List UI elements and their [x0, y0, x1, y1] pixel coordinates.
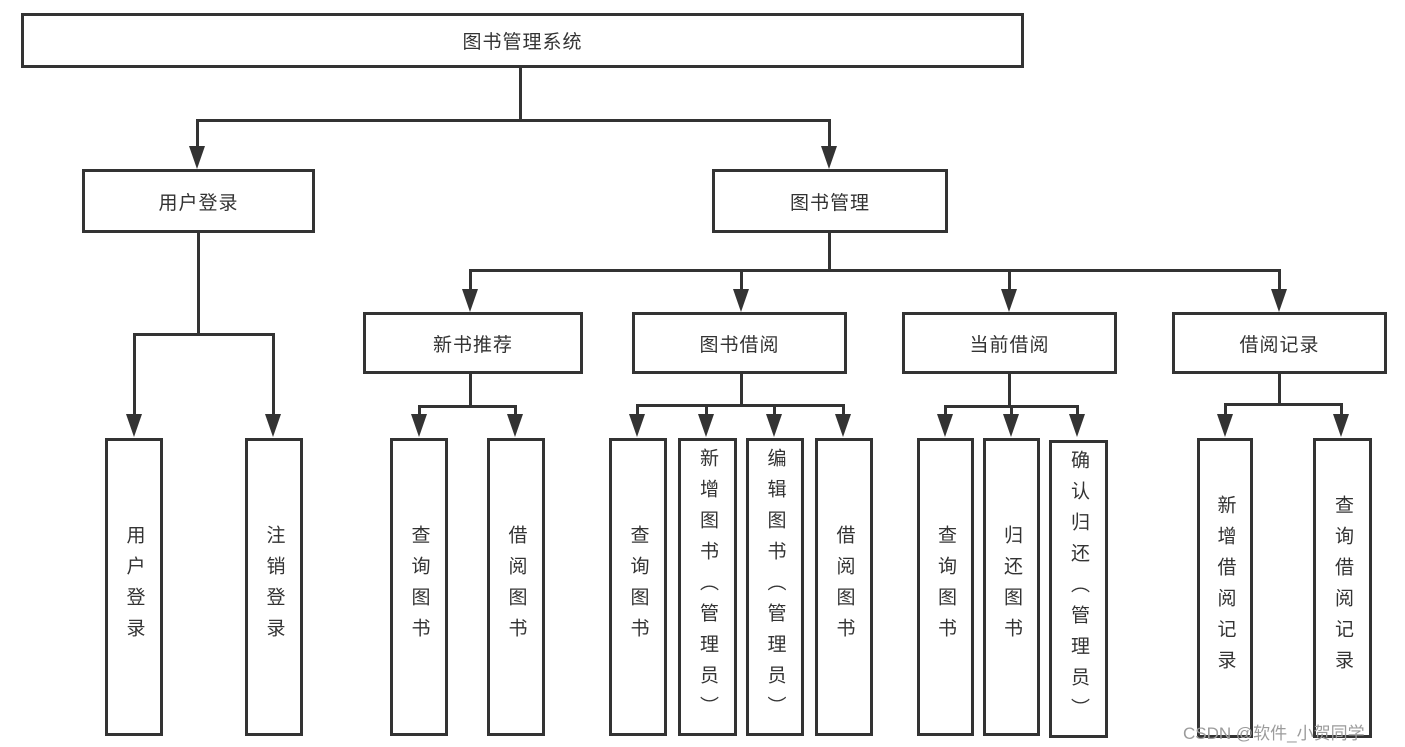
connector-borrow-drop-2: [705, 404, 708, 416]
connector-mgmt-drop-4: [1278, 269, 1281, 291]
node-book-borrow-label: 图书借阅: [699, 334, 780, 356]
connector-borrow-rail: [636, 404, 845, 407]
connector-borrow-drop-4: [842, 404, 845, 416]
node-library-system: 图书管理系统: [21, 13, 1024, 68]
connector-root-drop-left: [196, 119, 199, 149]
csdn-watermark: CSDN @软件_小贺同学: [1183, 724, 1365, 743]
leaf-record-query-label: 查询借阅记录: [1332, 495, 1353, 681]
leaf-current-query-label: 查询图书: [935, 525, 956, 649]
connector-current-drop-1: [944, 405, 947, 417]
leaf-borrow-add-label: 新增图书（管理员）: [697, 447, 718, 727]
leaf-borrow-borrow: 借阅图书: [815, 438, 873, 736]
leaf-borrow-edit-label: 编辑图书（管理员）: [764, 447, 786, 727]
connector-current-drop-2: [1010, 405, 1013, 417]
arrow-to-leaf-logout: [265, 414, 281, 437]
connector-mgmt-rail: [469, 269, 1281, 272]
arrow-to-leaf-user-login: [126, 414, 142, 437]
connector-record-drop-2: [1340, 403, 1343, 417]
node-borrow-record-label: 借阅记录: [1239, 334, 1320, 356]
node-user-login-label: 用户登录: [158, 192, 239, 214]
node-current-borrow: 当前借阅: [902, 312, 1117, 374]
connector-borrow-drop-1: [636, 404, 639, 416]
leaf-borrow-borrow-label: 借阅图书: [833, 525, 855, 649]
arrow-to-borrow-query: [629, 414, 645, 437]
leaf-user-login-label: 用户登录: [123, 525, 145, 649]
connector-login-drop-2: [272, 333, 275, 415]
arrow-to-current-borrow: [1001, 289, 1017, 312]
node-book-mgmt: 图书管理: [712, 169, 948, 233]
connector-newbook-drop-1: [418, 405, 421, 417]
leaf-current-return: 归还图书: [983, 438, 1040, 736]
arrow-to-record-add: [1217, 414, 1233, 437]
connector-newbook-drop-2: [514, 405, 517, 417]
leaf-newbook-borrow: 借阅图书: [487, 438, 545, 736]
node-borrow-record: 借阅记录: [1172, 312, 1387, 374]
leaf-borrow-add: 新增图书（管理员）: [678, 438, 737, 736]
leaf-record-query: 查询借阅记录: [1313, 438, 1372, 738]
connector-newbook-rail: [418, 405, 517, 408]
arrow-to-newbook-query: [411, 414, 427, 437]
leaf-record-add-label: 新增借阅记录: [1214, 495, 1236, 681]
connector-root-stem: [519, 68, 522, 120]
arrow-to-book-borrow: [733, 289, 749, 312]
leaf-newbook-query-label: 查询图书: [408, 525, 430, 649]
leaf-logout: 注销登录: [245, 438, 303, 736]
connector-root-rail: [197, 119, 831, 122]
node-new-book: 新书推荐: [363, 312, 583, 374]
leaf-borrow-query-label: 查询图书: [627, 525, 649, 649]
connector-borrow-stem: [740, 374, 743, 407]
arrow-to-current-return: [1003, 414, 1019, 437]
connector-login-rail: [133, 333, 274, 336]
connector-borrow-drop-3: [773, 404, 776, 416]
arrow-to-new-book: [462, 289, 478, 312]
connector-mgmt-drop-1: [469, 269, 472, 291]
leaf-borrow-edit: 编辑图书（管理员）: [746, 438, 804, 736]
node-book-mgmt-label: 图书管理: [789, 192, 870, 214]
arrow-to-user-login: [189, 146, 205, 169]
connector-mgmt-drop-2: [740, 269, 743, 291]
leaf-current-query: 查询图书: [917, 438, 974, 736]
leaf-newbook-query: 查询图书: [390, 438, 448, 736]
leaf-record-add: 新增借阅记录: [1197, 438, 1253, 738]
leaf-current-confirm-label: 确认归还（管理员）: [1068, 449, 1089, 729]
arrow-to-borrow-add: [698, 414, 714, 437]
arrow-to-newbook-borrow: [507, 414, 523, 437]
arrow-to-borrow-borrow: [835, 414, 851, 437]
node-book-borrow: 图书借阅: [632, 312, 847, 374]
arrow-to-borrow-edit: [766, 414, 782, 437]
connector-root-drop-right: [828, 119, 831, 149]
node-library-system-label: 图书管理系统: [462, 32, 583, 53]
leaf-newbook-borrow-label: 借阅图书: [505, 525, 527, 649]
connector-mgmt-drop-3: [1008, 269, 1011, 291]
leaf-logout-label: 注销登录: [263, 525, 285, 649]
connector-current-stem: [1008, 374, 1011, 407]
node-current-borrow-label: 当前借阅: [969, 334, 1050, 356]
connector-current-drop-3: [1076, 405, 1079, 417]
connector-record-stem: [1278, 374, 1281, 405]
node-new-book-label: 新书推荐: [432, 334, 513, 356]
leaf-borrow-query: 查询图书: [609, 438, 667, 736]
connector-login-stem: [197, 233, 200, 336]
arrow-to-current-confirm: [1069, 414, 1085, 437]
connector-record-drop-1: [1224, 403, 1227, 417]
leaf-user-login: 用户登录: [105, 438, 163, 736]
arrow-to-borrow-record: [1271, 289, 1287, 312]
connector-record-rail: [1224, 403, 1343, 406]
node-user-login: 用户登录: [82, 169, 315, 233]
connector-mgmt-stem: [828, 233, 831, 271]
leaf-current-return-label: 归还图书: [1001, 525, 1022, 649]
arrow-to-record-query: [1333, 414, 1349, 437]
leaf-current-confirm: 确认归还（管理员）: [1049, 440, 1108, 738]
arrow-to-book-mgmt: [821, 146, 837, 169]
arrow-to-current-query: [937, 414, 953, 437]
connector-login-drop-1: [133, 333, 136, 415]
connector-newbook-stem: [469, 374, 472, 407]
